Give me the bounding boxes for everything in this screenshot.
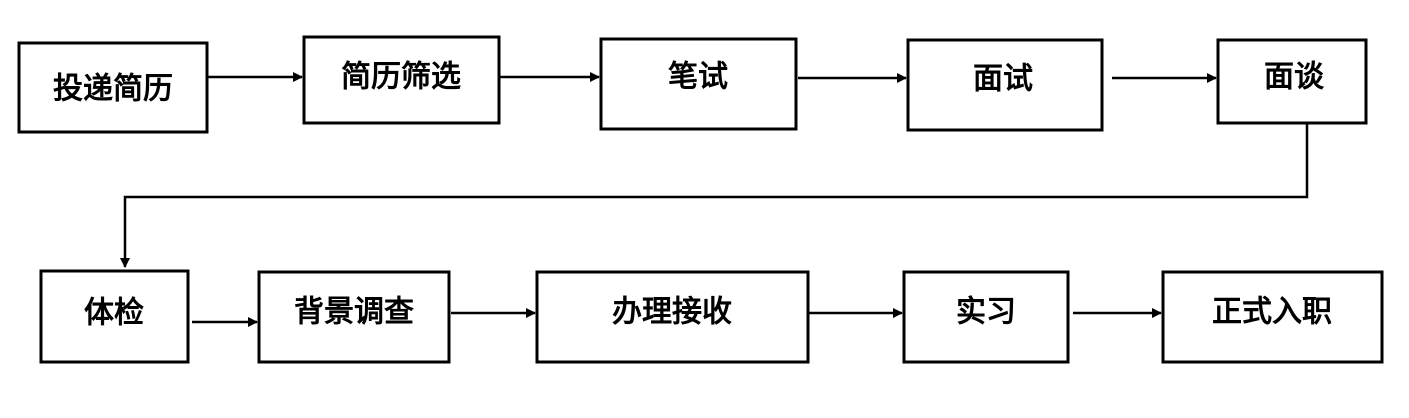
step-box bbox=[906, 38, 1104, 132]
step-label: 面试 bbox=[973, 62, 1033, 97]
step-onboarding-process: 办理接收 bbox=[535, 270, 810, 364]
connector-talk-to-medical-exam bbox=[120, 123, 1309, 268]
step-box bbox=[1216, 38, 1368, 125]
step-box bbox=[302, 35, 501, 125]
step-internship: 实习 bbox=[902, 270, 1070, 364]
step-box bbox=[17, 41, 209, 134]
step-medical-exam: 体检 bbox=[39, 269, 190, 364]
step-label: 投递简历 bbox=[53, 72, 173, 107]
step-box bbox=[599, 37, 798, 131]
step-label: 实习 bbox=[956, 295, 1016, 330]
step-label: 办理接收 bbox=[612, 295, 732, 330]
step-label: 体检 bbox=[84, 296, 144, 331]
step-label: 正式入职 bbox=[1212, 295, 1332, 330]
step-label: 笔试 bbox=[668, 60, 728, 95]
step-label: 简历筛选 bbox=[341, 60, 461, 95]
step-written-test: 笔试 bbox=[599, 37, 798, 131]
step-background-check: 背景调查 bbox=[257, 270, 451, 364]
step-talk: 面谈 bbox=[1216, 38, 1368, 125]
step-box bbox=[1161, 270, 1384, 364]
step-resume-screening: 简历筛选 bbox=[302, 35, 501, 125]
step-label: 面谈 bbox=[1264, 60, 1325, 95]
step-interview: 面试 bbox=[906, 38, 1104, 132]
step-box bbox=[902, 270, 1070, 364]
step-submit-resume: 投递简历 bbox=[17, 41, 209, 134]
step-box bbox=[535, 270, 810, 364]
step-formal-employment: 正式入职 bbox=[1161, 270, 1384, 364]
step-label: 背景调查 bbox=[294, 295, 414, 330]
step-box bbox=[39, 269, 190, 364]
step-box bbox=[257, 270, 451, 364]
